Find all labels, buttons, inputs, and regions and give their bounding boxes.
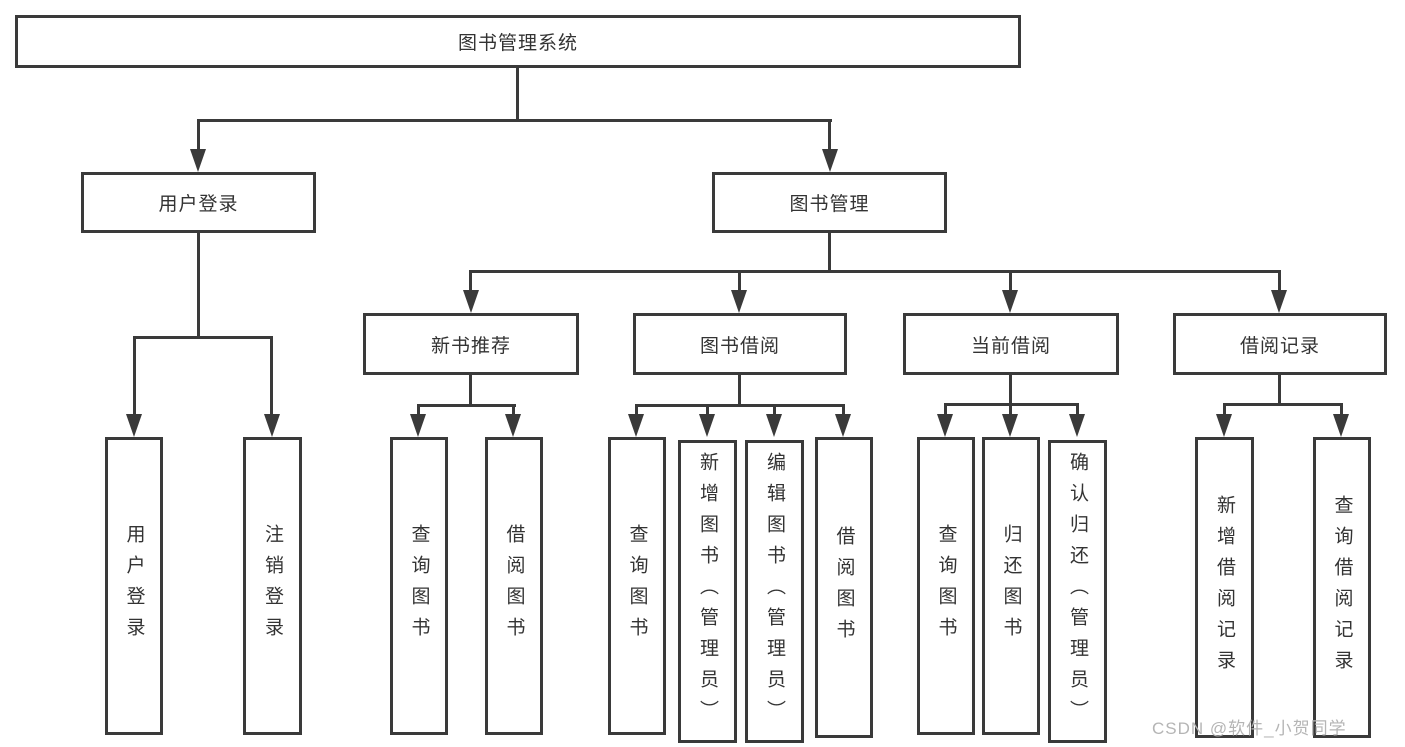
leaf-query-books-current: 查询图书 bbox=[917, 437, 975, 735]
node-user-login: 用户登录 bbox=[81, 172, 316, 233]
node-label: 图书管理 bbox=[789, 194, 870, 215]
arrow-down-icon bbox=[190, 149, 206, 172]
connector-line bbox=[469, 270, 1281, 273]
connector-line bbox=[842, 404, 845, 417]
node-label: 编辑图书（管理员） bbox=[764, 452, 785, 731]
connector-line bbox=[706, 404, 709, 417]
connector-line bbox=[417, 404, 516, 407]
node-label: 借阅图书 bbox=[503, 524, 525, 648]
arrow-down-icon bbox=[1271, 290, 1287, 313]
connector-line bbox=[1223, 403, 1226, 417]
leaf-query-borrow-record: 查询借阅记录 bbox=[1313, 437, 1371, 738]
node-label: 当前借阅 bbox=[970, 335, 1051, 357]
connector-line bbox=[773, 404, 776, 417]
connector-line bbox=[133, 336, 136, 417]
node-library-management-system: 图书管理系统 bbox=[15, 15, 1021, 68]
arrow-down-icon bbox=[1002, 414, 1018, 437]
node-label: 图书借阅 bbox=[699, 335, 780, 357]
arrow-down-icon bbox=[463, 290, 479, 313]
connector-line bbox=[197, 119, 832, 122]
connector-line bbox=[635, 404, 638, 417]
arrow-down-icon bbox=[1002, 290, 1018, 313]
node-label: 用户登录 bbox=[158, 194, 239, 215]
leaf-add-books-admin: 新增图书（管理员） bbox=[678, 440, 737, 743]
node-label: 新增图书（管理员） bbox=[697, 452, 718, 731]
leaf-query-books-borrowing: 查询图书 bbox=[608, 437, 666, 735]
connector-line bbox=[516, 68, 519, 121]
leaf-logout: 注销登录 bbox=[243, 437, 302, 735]
connector-line bbox=[270, 336, 273, 417]
connector-line bbox=[828, 119, 831, 152]
node-label: 图书管理系统 bbox=[457, 33, 578, 54]
arrow-down-icon bbox=[699, 414, 715, 437]
node-label: 确认归还（管理员） bbox=[1067, 452, 1088, 731]
leaf-user-login: 用户登录 bbox=[105, 437, 163, 735]
node-borrowing-records: 借阅记录 bbox=[1173, 313, 1387, 375]
connector-line bbox=[469, 375, 472, 406]
connector-line bbox=[1278, 375, 1281, 405]
watermark: CSDN @软件_小贺同学 bbox=[1152, 719, 1347, 738]
connector-line bbox=[197, 119, 200, 152]
node-book-management: 图书管理 bbox=[712, 172, 947, 233]
node-label: 注销登录 bbox=[262, 524, 283, 648]
node-label: 归还图书 bbox=[1000, 524, 1022, 648]
arrow-down-icon bbox=[410, 414, 426, 437]
arrow-down-icon bbox=[1216, 414, 1232, 437]
leaf-confirm-return-admin: 确认归还（管理员） bbox=[1048, 440, 1107, 743]
node-current-borrowing: 当前借阅 bbox=[903, 313, 1119, 375]
arrow-down-icon bbox=[1333, 414, 1349, 437]
arrow-down-icon bbox=[505, 414, 521, 437]
node-label: 用户登录 bbox=[123, 524, 145, 648]
leaf-return-books: 归还图书 bbox=[982, 437, 1040, 735]
leaf-borrow-books-recommend: 借阅图书 bbox=[485, 437, 543, 735]
connector-line bbox=[1340, 403, 1343, 417]
connector-line bbox=[828, 233, 831, 272]
arrow-down-icon bbox=[822, 149, 838, 172]
arrow-down-icon bbox=[937, 414, 953, 437]
arrow-down-icon bbox=[731, 290, 747, 313]
node-label: 查询图书 bbox=[408, 524, 430, 648]
node-label: 新书推荐 bbox=[430, 335, 511, 357]
arrow-down-icon bbox=[1069, 414, 1085, 437]
node-label: 查询图书 bbox=[935, 524, 957, 648]
connector-line bbox=[417, 404, 420, 417]
arrow-down-icon bbox=[835, 414, 851, 437]
connector-line bbox=[1009, 270, 1012, 293]
connector-line bbox=[738, 375, 741, 406]
connector-line bbox=[197, 233, 200, 338]
connector-line bbox=[1009, 403, 1012, 417]
arrow-down-icon bbox=[126, 414, 142, 437]
node-book-borrowing: 图书借阅 bbox=[633, 313, 847, 375]
connector-line bbox=[1223, 403, 1343, 406]
connector-line bbox=[469, 270, 472, 293]
node-new-book-recommend: 新书推荐 bbox=[363, 313, 579, 375]
connector-line bbox=[1076, 403, 1079, 417]
arrow-down-icon bbox=[766, 414, 782, 437]
leaf-edit-books-admin: 编辑图书（管理员） bbox=[745, 440, 804, 743]
node-label: 查询图书 bbox=[626, 524, 648, 648]
connector-line bbox=[512, 404, 515, 417]
connector-line bbox=[1009, 375, 1012, 405]
node-label: 新增借阅记录 bbox=[1214, 494, 1235, 681]
node-label: 借阅图书 bbox=[833, 525, 855, 650]
node-label: 查询借阅记录 bbox=[1331, 494, 1353, 681]
connector-line bbox=[1278, 270, 1281, 293]
connector-line bbox=[133, 336, 273, 339]
connector-line bbox=[635, 404, 845, 407]
leaf-add-borrow-record: 新增借阅记录 bbox=[1195, 437, 1254, 738]
node-label: 借阅记录 bbox=[1239, 335, 1320, 357]
leaf-query-books-recommend: 查询图书 bbox=[390, 437, 448, 735]
connector-line bbox=[944, 403, 947, 417]
leaf-borrow-books-borrowing: 借阅图书 bbox=[815, 437, 873, 738]
arrow-down-icon bbox=[264, 414, 280, 437]
connector-line bbox=[738, 270, 741, 293]
arrow-down-icon bbox=[628, 414, 644, 437]
